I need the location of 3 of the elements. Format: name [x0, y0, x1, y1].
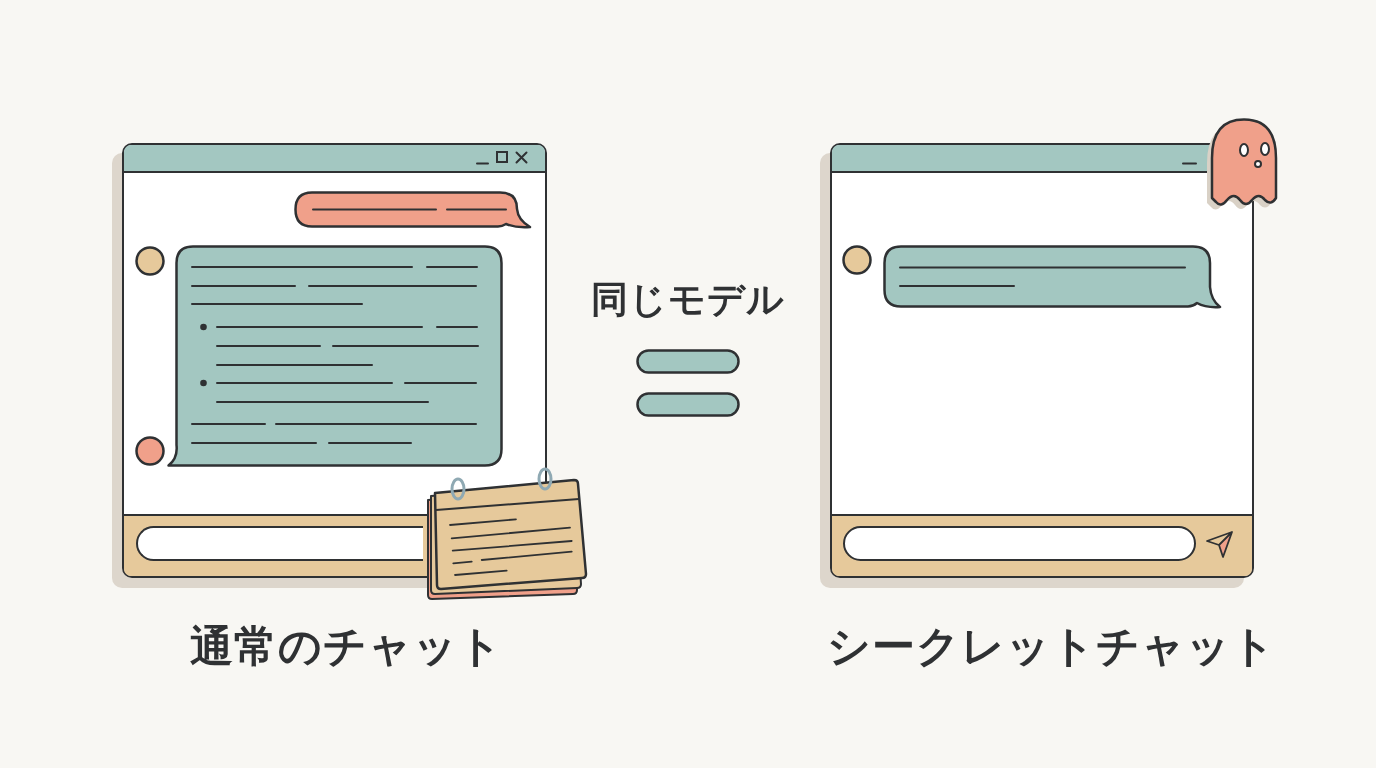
- center-label: 同じモデル: [591, 279, 785, 322]
- node-label: シークレットチャット: [827, 622, 1276, 672]
- node-label: 通常のチャット: [190, 622, 503, 672]
